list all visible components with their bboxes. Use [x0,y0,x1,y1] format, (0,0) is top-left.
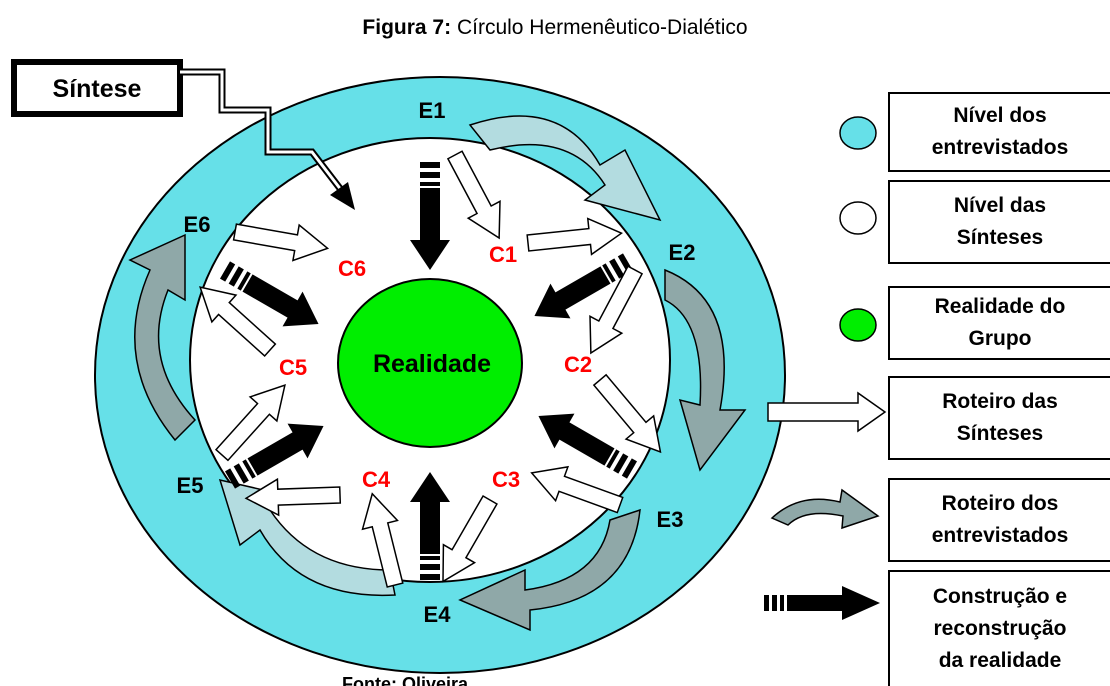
legend-item-group-reality: Realidade do Grupo [888,286,1110,360]
construct-label-c5: C5 [279,355,307,380]
legend-icon-black-arrow [764,586,880,620]
interviewee-label-e6: E6 [184,212,211,237]
construct-label-c6: C6 [338,256,366,281]
curved-arrow-e3-e4 [458,508,641,632]
legend-label: Realidade do Grupo [934,295,1066,350]
legend-icons [764,116,887,620]
interviewee-label-e4: E4 [424,602,452,627]
legend-label: Roteiro dos entrevistados [931,492,1069,547]
legend-item-synthesis-level: Nível das Sínteses [888,180,1110,264]
legend-item-interviewee-level: Nível dos entrevistados [888,92,1110,172]
legend-item-reality-construction: Construção e reconstrução da realidade [888,570,1110,686]
curved-arrow-e2-e3 [664,268,747,472]
legend-icon-cyan-circle [839,116,877,150]
legend-label: Nível das Sínteses [953,194,1047,249]
legend-icon-green-circle [839,308,877,342]
caption-title: Círculo Hermenêutico-Dialético [456,16,748,39]
reality-ellipse [337,278,523,448]
legend-icon-white-circle [839,201,877,235]
construct-label-c3: C3 [492,467,520,492]
interviewee-label-e5: E5 [177,473,204,498]
interviewee-label-e2: E2 [669,240,696,265]
figure-caption: Figura 7: Círculo Hermenêutico-Dialético [0,16,1110,40]
construct-label-c4: C4 [362,467,391,492]
source-note: Fonte: Oliveira [342,674,469,686]
curved-arrow-e5-e6 [128,233,197,442]
legend-icon-white-arrow [767,391,887,433]
curved-arrow-e1-e2 [468,115,662,222]
legend-icon-curved-arrow [770,488,880,530]
legend-item-synthesis-route: Roteiro das Sínteses [888,376,1110,460]
interviewee-label-e1: E1 [419,98,446,123]
curved-arrows [128,115,747,632]
center-label: Realidade [373,350,491,378]
synthesis-box [11,59,183,117]
construct-label-c2: C2 [564,352,592,377]
curved-arrow-e4-e5 [218,478,396,597]
legend-item-interviewee-route: Roteiro dos entrevistados [888,478,1110,562]
construct-label-c1: C1 [489,242,517,267]
interviewee-label-e3: E3 [657,507,684,532]
legend-label: Roteiro das Sínteses [942,390,1058,445]
synthesis-label: Síntese [53,75,142,103]
legend-label: Construção e reconstrução da realidade [932,585,1068,672]
legend-label: Nível dos entrevistados [931,104,1069,159]
caption-prefix: Figura 7: [362,16,452,39]
